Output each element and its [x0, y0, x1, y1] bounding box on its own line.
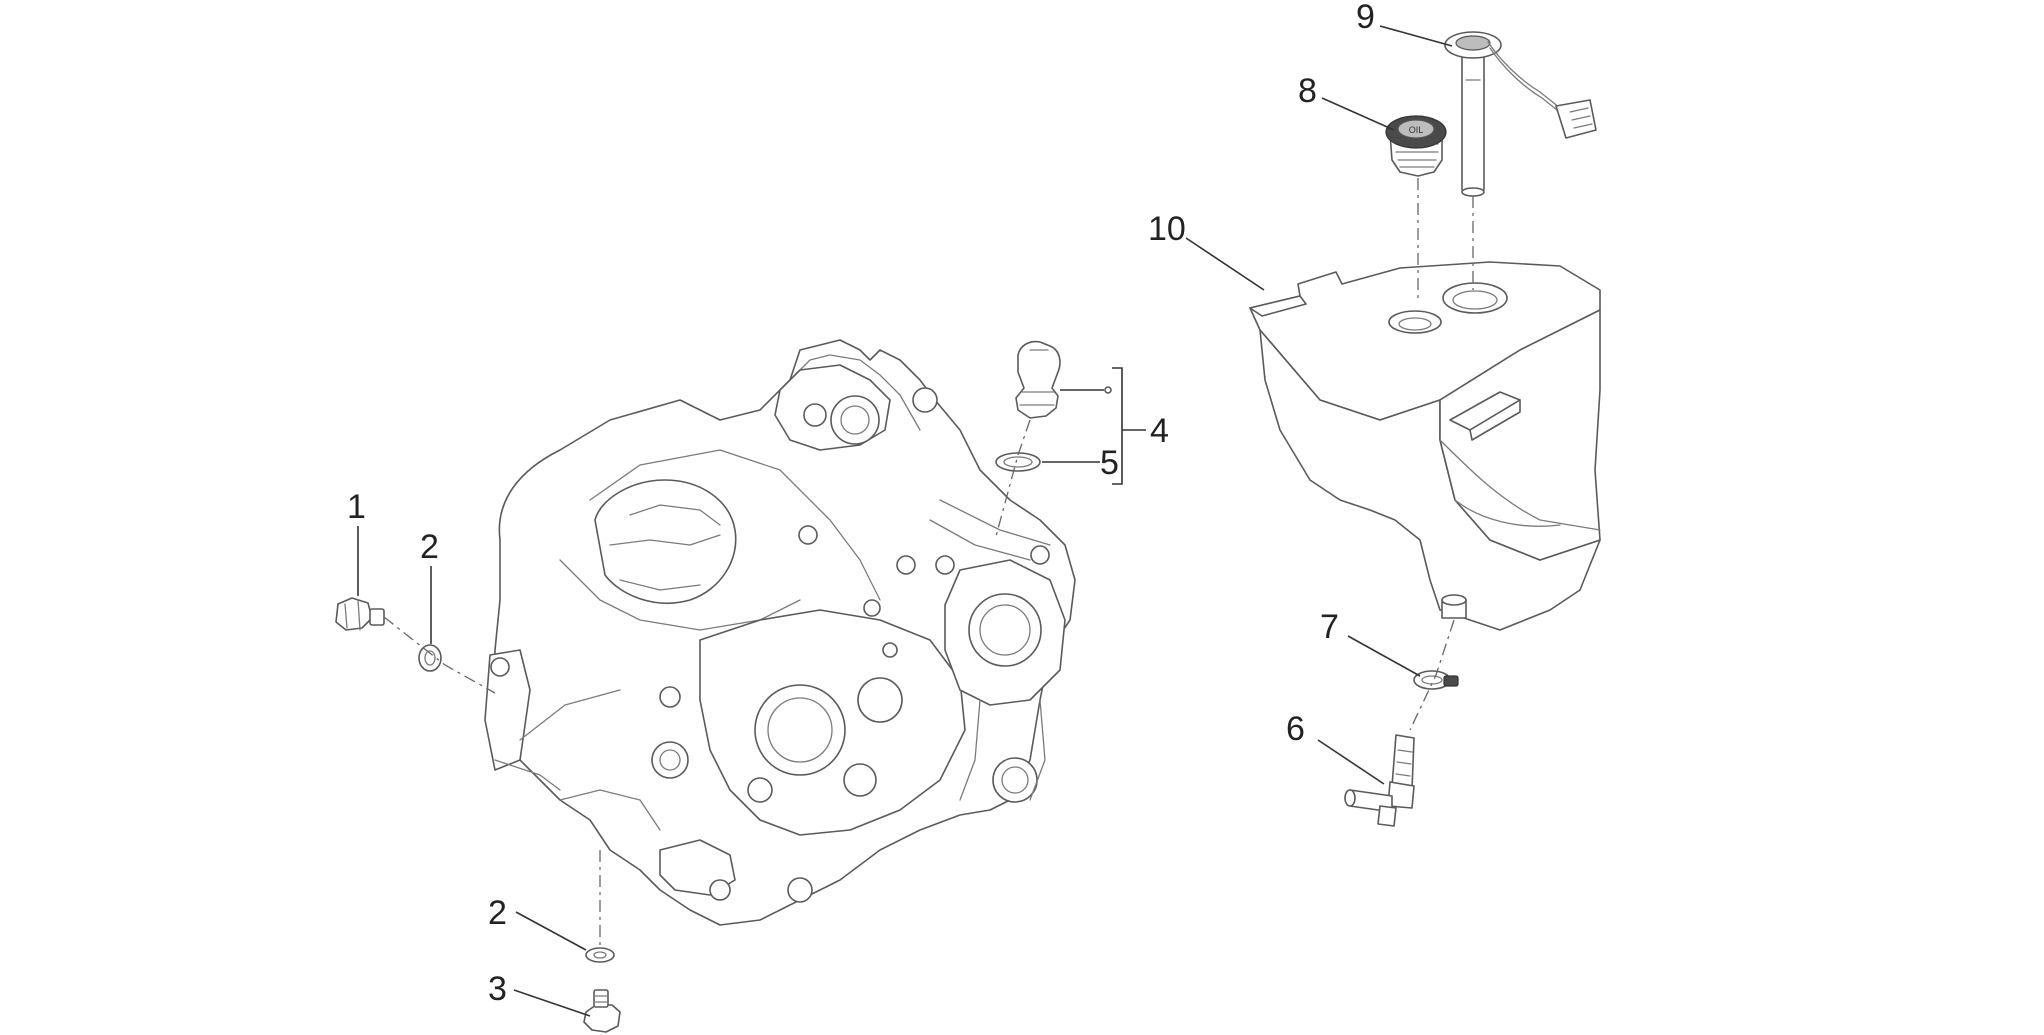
leader-7: [1347, 635, 1421, 677]
leader-2b: [515, 911, 587, 951]
cap-emblem-text: OIL: [1409, 125, 1424, 135]
leader-6: [1317, 739, 1385, 785]
axis-outlet: [1409, 619, 1455, 731]
callout-10: 10: [1148, 210, 1186, 248]
leader-lines: [357, 25, 1453, 1017]
o-ring: [995, 452, 1041, 472]
callout-5: 5: [1100, 444, 1119, 482]
leader-8: [1321, 97, 1395, 131]
callout-labels: 1 2 2 3 4 5 6 7 8 9 10: [347, 0, 1375, 1008]
drain-bolt-bottom: [583, 989, 621, 1033]
axis-side-drain: [383, 616, 496, 694]
leader-10: [1185, 237, 1265, 291]
callout-9: 9: [1356, 0, 1375, 36]
callout-4: 4: [1150, 412, 1169, 450]
leader-3: [513, 989, 591, 1017]
callout-2-bottom: 2: [488, 894, 507, 932]
callout-bracket-4-5: [1042, 367, 1146, 485]
washer-side: [418, 644, 442, 672]
oil-level-sensor: [1444, 31, 1597, 197]
callout-7: 7: [1320, 608, 1339, 646]
oil-tank: [1249, 261, 1601, 631]
oil-filler-plug: [1015, 340, 1061, 419]
callout-6: 6: [1286, 710, 1305, 748]
drain-bolt-side: [335, 597, 385, 631]
callout-1: 1: [347, 488, 366, 526]
tank-cap: OIL: [1385, 115, 1447, 177]
callout-8: 8: [1298, 72, 1317, 110]
callout-2-side: 2: [420, 528, 439, 566]
engine-crankcase: [484, 339, 1076, 926]
callout-3: 3: [488, 970, 507, 1008]
axis-filler-plug: [994, 419, 1031, 541]
washer-bottom: [585, 947, 615, 963]
leader-9: [1379, 25, 1453, 47]
outlet-fitting: [1344, 734, 1415, 827]
